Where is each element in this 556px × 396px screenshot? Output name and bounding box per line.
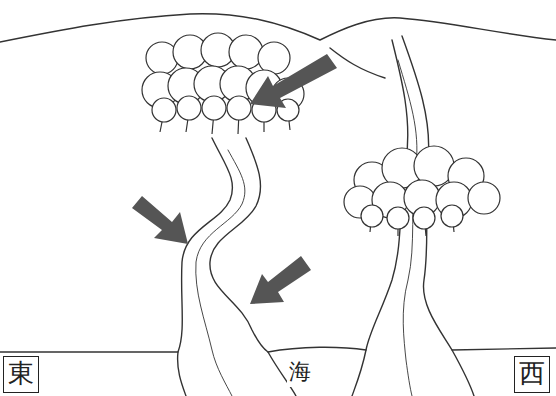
coastline xyxy=(0,351,178,352)
river-flow xyxy=(196,150,245,396)
direction-label: 西 xyxy=(519,360,545,389)
sea-label: 海 xyxy=(287,357,313,387)
forest xyxy=(344,146,500,236)
label-box: 西 xyxy=(514,356,550,393)
coastline xyxy=(268,347,366,352)
label-box: 東 xyxy=(3,356,39,393)
direction-label: 東 xyxy=(8,360,34,389)
river-bank xyxy=(210,138,296,396)
river-bank xyxy=(178,138,233,396)
indicator-arrow xyxy=(132,54,337,304)
river-bank xyxy=(402,36,474,396)
coastline xyxy=(452,348,556,350)
mountain-ridge xyxy=(330,48,385,78)
mountain-ridge xyxy=(0,14,556,42)
